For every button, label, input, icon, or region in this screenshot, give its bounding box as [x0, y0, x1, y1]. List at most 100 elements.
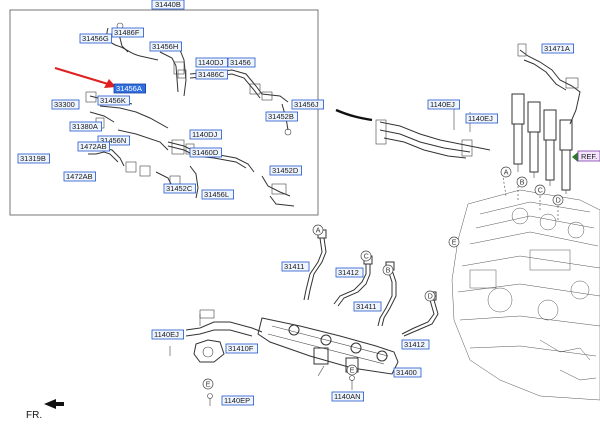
callout-31400-30[interactable]: 31400 [393, 367, 422, 378]
callout-label: 1140AN [334, 392, 361, 401]
callout-label: 31452C [166, 184, 193, 193]
callout-31456l-19[interactable]: 31456L [201, 189, 235, 200]
callout-31456n-12[interactable]: 31456N [97, 135, 131, 146]
circle-marker-c-2: C [534, 184, 546, 196]
callout-label: 1472AB [66, 172, 93, 181]
callout-1472ab-14[interactable]: 1472AB [77, 141, 111, 152]
callout-label: 31456A [116, 84, 142, 93]
callout-33300-8[interactable]: 33300 [51, 99, 80, 110]
callout-label: 31456K [100, 96, 126, 105]
callout-label: 31412 [404, 340, 425, 349]
circle-marker-d-3: D [552, 194, 564, 206]
highlight-arrow-icon [54, 66, 116, 88]
callout-label: 31456 [230, 58, 251, 67]
callout-label: 31456L [204, 190, 229, 199]
callout-31319b-15[interactable]: 31319B [17, 153, 51, 164]
circle-marker-a-0: A [500, 166, 512, 178]
callout-1140ej-28[interactable]: 1140EJ [151, 329, 185, 340]
circle-marker-d-8: D [424, 290, 436, 302]
inset-frame [9, 9, 319, 216]
injector-assembly-drawing [375, 43, 581, 194]
circle-marker-e-4: E [448, 236, 460, 248]
circle-marker-label: B [520, 180, 525, 187]
circle-marker-label: A [316, 228, 321, 235]
linkage-arrow-icon [335, 108, 373, 122]
callout-31460d-16[interactable]: 31460D [189, 147, 223, 158]
callout-1472ab-17[interactable]: 1472AB [63, 171, 97, 182]
callout-label: 31452D [272, 166, 299, 175]
inset-parts-drawing [85, 22, 295, 207]
circle-marker-label: C [538, 188, 543, 195]
callout-label: 1140DJ [192, 130, 218, 139]
circle-marker-b-7: B [382, 264, 394, 276]
callout-31452c-18[interactable]: 31452C [163, 183, 197, 194]
callout-label: 31452B [268, 112, 294, 121]
callout-31411-24[interactable]: 31411 [281, 261, 310, 272]
callout-group-header-label: 31440B [155, 0, 181, 9]
circle-marker-c-6: C [360, 250, 372, 262]
callout-1140ej-23[interactable]: 1140EJ [465, 113, 499, 124]
callout-31486c-4[interactable]: 31486C [195, 69, 229, 80]
callout-31456a-6[interactable]: 31456A [113, 83, 147, 94]
callout-label: 33300 [54, 100, 75, 109]
callout-label: 31456G [82, 34, 109, 43]
callout-label: 1140EJ [468, 114, 493, 123]
callout-31411-26[interactable]: 31411 [353, 301, 382, 312]
callout-label: 31471A [544, 44, 570, 53]
front-direction-indicator: FR. [26, 399, 64, 421]
callout-label: 1472AB [80, 142, 107, 151]
callout-label: 31319B [20, 154, 46, 163]
circle-marker-b-1: B [516, 176, 528, 188]
callout-label: 31460D [192, 148, 219, 157]
circle-marker-e-9: E [202, 378, 214, 390]
callout-label: 1140EP [224, 396, 250, 405]
callout-31456-5[interactable]: 31456 [227, 57, 256, 68]
circle-marker-label: E [206, 382, 211, 389]
callout-31456h-2[interactable]: 31456H [149, 41, 183, 52]
circle-marker-label: D [556, 198, 561, 205]
callout-label: 31456N [100, 136, 126, 145]
callout-group-header[interactable]: 31440B [151, 0, 185, 10]
callout-31380a-11[interactable]: 31380A [69, 121, 103, 132]
callout-1140dj-3[interactable]: 1140DJ [195, 57, 229, 68]
front-label: FR. [26, 410, 42, 421]
callout-label: 31486C [198, 70, 225, 79]
callout-label: 1140DJ [198, 58, 224, 67]
circle-marker-label: A [504, 170, 509, 177]
callout-label: 31410F [228, 344, 254, 353]
callout-31452b-9[interactable]: 31452B [265, 111, 299, 122]
callout-label: 31400 [396, 368, 417, 377]
callout-31486f-1[interactable]: 31486F [111, 27, 145, 38]
callout-31412-25[interactable]: 31412 [335, 267, 364, 278]
circle-marker-label: E [452, 240, 457, 247]
callout-1140ej-22[interactable]: 1140EJ [427, 99, 461, 110]
callout-label: 31411 [284, 262, 304, 271]
callout-label: 31456J [294, 100, 319, 109]
callout-ref[interactable]: REF. [572, 150, 600, 162]
callout-label: 31486F [114, 28, 140, 37]
callout-31456k-7[interactable]: 31456K [97, 95, 131, 106]
circle-marker-label: D [428, 294, 433, 301]
callout-31412-27[interactable]: 31412 [401, 339, 430, 350]
callout-label: 31456H [152, 42, 178, 51]
callout-31452d-20[interactable]: 31452D [269, 165, 303, 176]
circle-markers: A B C D E A C B D E E [202, 166, 564, 390]
callout-1140dj-13[interactable]: 1140DJ [189, 129, 223, 140]
callout-label: 31380A [72, 122, 98, 131]
circle-marker-a-5: A [312, 224, 324, 236]
callout-31471a-21[interactable]: 31471A [541, 43, 575, 54]
callout-label: 31411 [356, 302, 376, 311]
callout-1140an-32[interactable]: 1140AN [331, 391, 365, 402]
callout-31456g-0[interactable]: 31456G [79, 33, 113, 44]
circle-marker-label: E [350, 368, 355, 375]
circle-marker-e-10: E [346, 364, 358, 376]
callout-label: 1140EJ [154, 330, 179, 339]
callout-31456j-10[interactable]: 31456J [291, 99, 325, 110]
front-arrow-icon [44, 399, 64, 409]
circle-marker-label: B [386, 268, 391, 275]
callout-31410f-29[interactable]: 31410F [225, 343, 259, 354]
callout-1140ep-31[interactable]: 1140EP [221, 395, 255, 406]
circle-marker-label: C [364, 254, 369, 261]
callout-label: 31412 [338, 268, 359, 277]
